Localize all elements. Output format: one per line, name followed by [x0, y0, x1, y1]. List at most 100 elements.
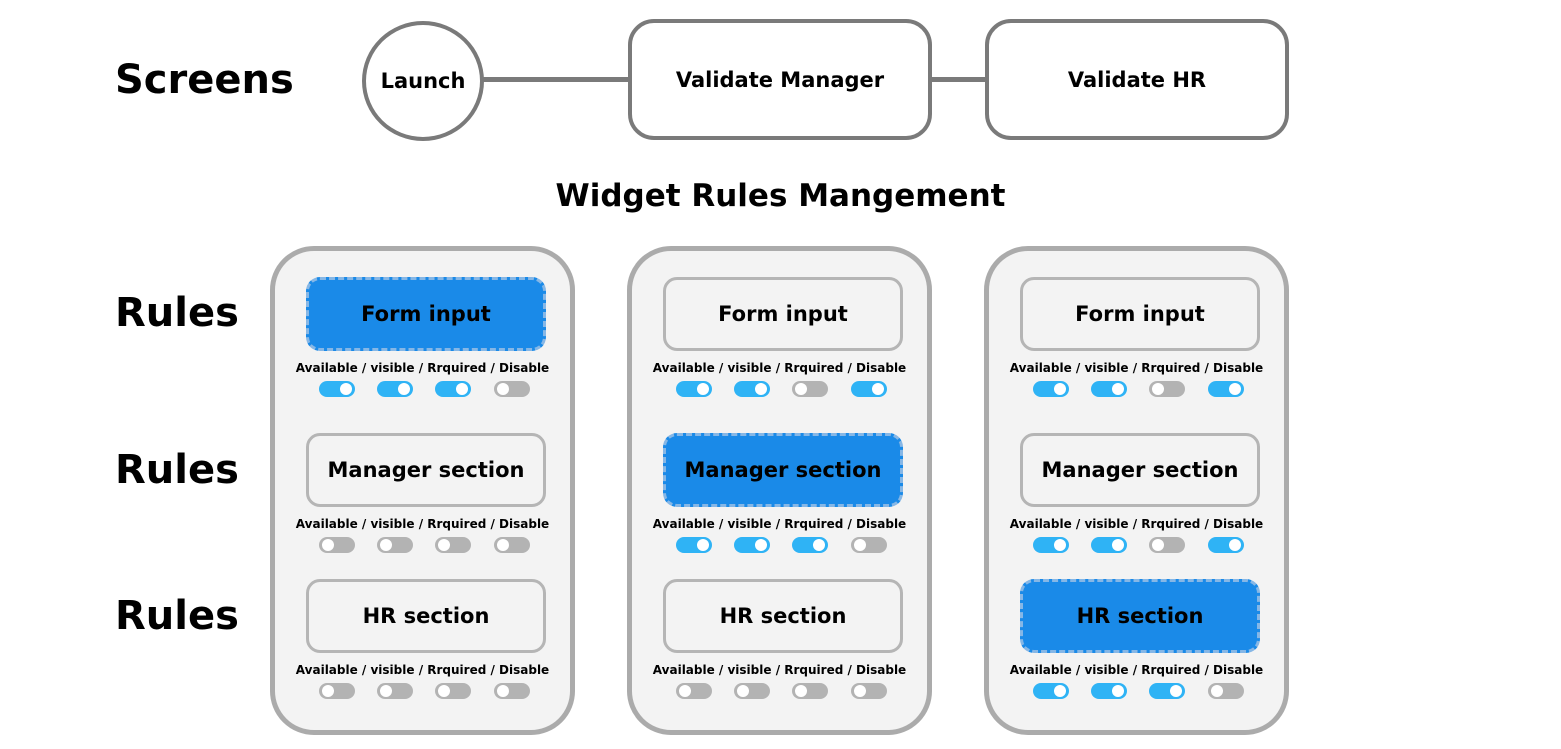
widget-label: Manager section: [684, 458, 882, 482]
toggle-knob: [1152, 539, 1164, 551]
toggle-required[interactable]: [435, 683, 471, 699]
widget-label: Form input: [1075, 302, 1205, 326]
toggle-knob: [697, 539, 709, 551]
widget-manager-section[interactable]: Manager section: [306, 433, 546, 507]
toggle-available[interactable]: [319, 683, 355, 699]
toggle-knob: [340, 383, 352, 395]
screen-node-validate-manager[interactable]: Validate Manager: [628, 19, 932, 140]
toggle-available[interactable]: [319, 381, 355, 397]
toggle-required[interactable]: [1149, 381, 1185, 397]
toggle-visible[interactable]: [1091, 537, 1127, 553]
toggle-knob: [497, 685, 509, 697]
toggle-required[interactable]: [1149, 537, 1185, 553]
toggle-required[interactable]: [792, 683, 828, 699]
toggle-visible[interactable]: [377, 683, 413, 699]
rules-label-3: Rules: [115, 593, 239, 639]
toggle-visible[interactable]: [377, 381, 413, 397]
widget-label: HR section: [719, 604, 847, 628]
toggle-knob: [795, 685, 807, 697]
widget-label: Manager section: [1041, 458, 1239, 482]
toggle-required[interactable]: [435, 537, 471, 553]
toggle-disable[interactable]: [1208, 683, 1244, 699]
widget-hr-section[interactable]: HR section: [306, 579, 546, 653]
toggle-knob: [456, 383, 468, 395]
toggle-visible[interactable]: [1091, 683, 1127, 699]
toggle-required[interactable]: [1149, 683, 1185, 699]
toggle-available[interactable]: [319, 537, 355, 553]
toggle-visible[interactable]: [734, 537, 770, 553]
toggle-knob: [1054, 685, 1066, 697]
toggle-available[interactable]: [676, 537, 712, 553]
widget-label: Form input: [361, 302, 491, 326]
toggle-knob: [737, 685, 749, 697]
toggle-knob: [679, 685, 691, 697]
toggle-available[interactable]: [676, 683, 712, 699]
toggle-available[interactable]: [1033, 683, 1069, 699]
toggle-required[interactable]: [792, 381, 828, 397]
toggle-knob: [398, 383, 410, 395]
widget-manager-section[interactable]: Manager section: [663, 433, 903, 507]
toggle-knob: [813, 539, 825, 551]
widget-hr-section[interactable]: HR section: [663, 579, 903, 653]
toggle-disable[interactable]: [851, 381, 887, 397]
toggle-visible[interactable]: [734, 381, 770, 397]
toggle-caption: Available / visible / Rrquired / Disable: [295, 663, 550, 677]
toggle-knob: [322, 539, 334, 551]
toggle-knob: [755, 539, 767, 551]
widget-manager-section[interactable]: Manager section: [1020, 433, 1260, 507]
toggle-available[interactable]: [676, 381, 712, 397]
toggle-knob: [1152, 383, 1164, 395]
toggle-caption: Available / visible / Rrquired / Disable: [652, 517, 907, 531]
toggle-disable[interactable]: [851, 683, 887, 699]
screen-node-label: Validate Manager: [675, 67, 885, 92]
toggle-required[interactable]: [435, 381, 471, 397]
toggle-knob: [1229, 383, 1241, 395]
toggle-knob: [1211, 685, 1223, 697]
screen-node-label: Launch: [380, 69, 466, 93]
widget-hr-section[interactable]: HR section: [1020, 579, 1260, 653]
toggle-visible[interactable]: [1091, 381, 1127, 397]
screen-node-launch[interactable]: Launch: [362, 21, 484, 141]
toggle-knob: [854, 685, 866, 697]
toggle-disable[interactable]: [494, 683, 530, 699]
toggle-available[interactable]: [1033, 537, 1069, 553]
rules-label-2: Rules: [115, 447, 239, 493]
widget-form-input[interactable]: Form input: [306, 277, 546, 351]
toggle-available[interactable]: [1033, 381, 1069, 397]
toggle-caption: Available / visible / Rrquired / Disable: [1009, 517, 1264, 531]
toggle-knob: [1112, 383, 1124, 395]
section-title: Widget Rules Mangement: [555, 178, 1006, 214]
toggle-disable[interactable]: [494, 537, 530, 553]
toggle-visible[interactable]: [734, 683, 770, 699]
toggle-disable[interactable]: [1208, 537, 1244, 553]
toggle-disable[interactable]: [494, 381, 530, 397]
toggle-knob: [380, 685, 392, 697]
rules-label-1: Rules: [115, 290, 239, 336]
toggle-knob: [1112, 539, 1124, 551]
widget-label: Form input: [718, 302, 848, 326]
screen-node-validate-hr[interactable]: Validate HR: [985, 19, 1289, 140]
toggle-knob: [438, 685, 450, 697]
toggle-caption: Available / visible / Rrquired / Disable: [1009, 361, 1264, 375]
toggle-knob: [1054, 539, 1066, 551]
widget-label: HR section: [362, 604, 490, 628]
toggle-knob: [872, 383, 884, 395]
toggle-caption: Available / visible / Rrquired / Disable: [652, 663, 907, 677]
toggle-knob: [1112, 685, 1124, 697]
toggle-visible[interactable]: [377, 537, 413, 553]
widget-label: HR section: [1076, 604, 1204, 628]
toggle-disable[interactable]: [851, 537, 887, 553]
toggle-knob: [438, 539, 450, 551]
toggle-required[interactable]: [792, 537, 828, 553]
toggle-disable[interactable]: [1208, 381, 1244, 397]
widget-form-input[interactable]: Form input: [1020, 277, 1260, 351]
toggle-caption: Available / visible / Rrquired / Disable: [652, 361, 907, 375]
screen-node-label: Validate HR: [1067, 67, 1207, 92]
toggle-knob: [497, 539, 509, 551]
widget-form-input[interactable]: Form input: [663, 277, 903, 351]
toggle-knob: [795, 383, 807, 395]
toggle-knob: [1170, 685, 1182, 697]
